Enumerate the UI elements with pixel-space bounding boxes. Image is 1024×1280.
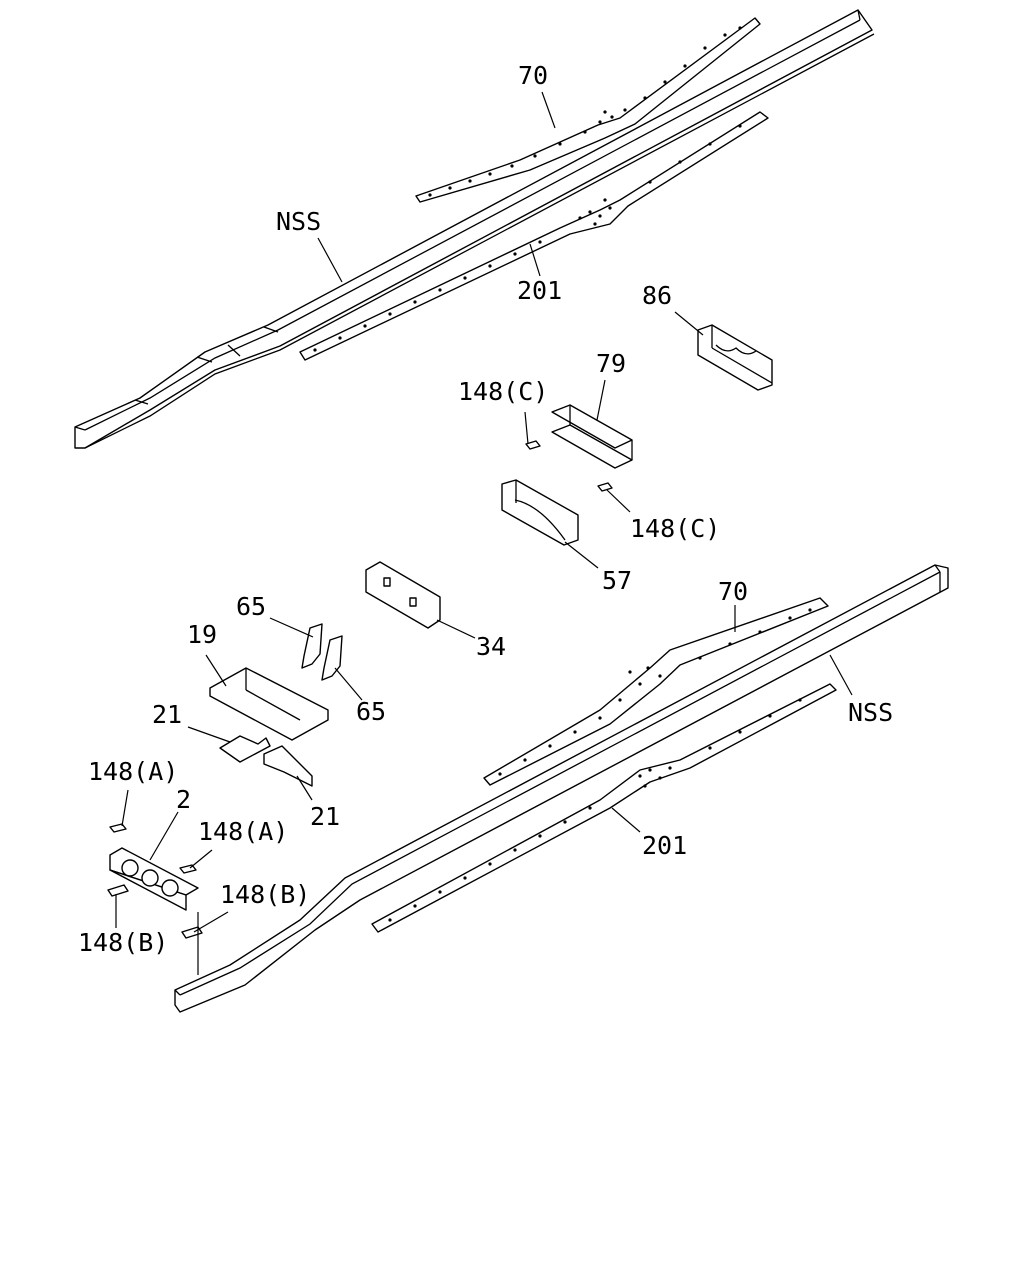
label-shim-148b-left: 148(B) (78, 928, 168, 957)
label-shim-148c-left: 148(C) (458, 377, 548, 406)
upper-liner-201[interactable] (299, 111, 769, 361)
crossmember-34[interactable] (365, 561, 441, 629)
bracket-21-right[interactable] (263, 745, 313, 787)
bracket-65-top[interactable] (301, 623, 323, 669)
crossmember-57[interactable] (501, 479, 579, 546)
label-plate-79: 79 (596, 349, 626, 378)
label-crossmember-57: 57 (602, 566, 632, 595)
upper-frame-rail[interactable] (74, 9, 875, 449)
shim-148a-right[interactable] (179, 864, 197, 874)
label-bracket-86: 86 (642, 281, 672, 310)
label-crossmember-2: 2 (176, 785, 191, 814)
label-upper-liner: 201 (517, 276, 562, 305)
label-shim-148a-left: 148(A) (88, 757, 178, 786)
label-bracket-21-left: 21 (152, 700, 182, 729)
shim-148c-right[interactable] (597, 482, 613, 492)
bracket-86[interactable] (697, 324, 773, 391)
shim-148a-left[interactable] (109, 823, 127, 833)
lower-liner-201[interactable] (371, 683, 837, 933)
callout-labels: 70 NSS 201 86 79 148(C) 148(C) 57 34 65 … (78, 61, 893, 957)
label-bracket-65-bottom: 65 (356, 697, 386, 726)
hole-pattern (313, 124, 742, 352)
crossmember-19[interactable] (209, 667, 329, 741)
label-lower-reinforcement: 70 (718, 577, 748, 606)
leader-lines (115, 91, 853, 975)
label-bracket-21-right: 21 (310, 802, 340, 831)
shim-148c-left[interactable] (525, 440, 541, 450)
label-crossmember-34: 34 (476, 632, 506, 661)
hole-pattern (498, 608, 812, 776)
upper-reinforcement-70[interactable] (415, 17, 761, 203)
label-crossmember-19: 19 (187, 620, 217, 649)
label-shim-148b-right: 148(B) (220, 880, 310, 909)
label-lower-liner: 201 (642, 831, 687, 860)
label-lower-frame: NSS (848, 698, 893, 727)
hole-pattern (388, 698, 802, 922)
bracket-21-left[interactable] (219, 735, 271, 763)
lower-reinforcement-70[interactable] (483, 597, 829, 786)
plate-79[interactable] (551, 404, 633, 469)
hole-pattern (428, 26, 742, 197)
label-upper-reinforcement: 70 (518, 61, 548, 90)
label-shim-148a-right: 148(A) (198, 817, 288, 846)
label-upper-frame: NSS (276, 207, 321, 236)
crossmember-2[interactable] (109, 847, 199, 911)
label-bracket-65-top: 65 (236, 592, 266, 621)
label-shim-148c-right: 148(C) (630, 514, 720, 543)
lower-frame-rail[interactable] (174, 564, 949, 1013)
bracket-65-bottom[interactable] (321, 635, 343, 681)
shim-148b-left[interactable] (107, 884, 129, 897)
